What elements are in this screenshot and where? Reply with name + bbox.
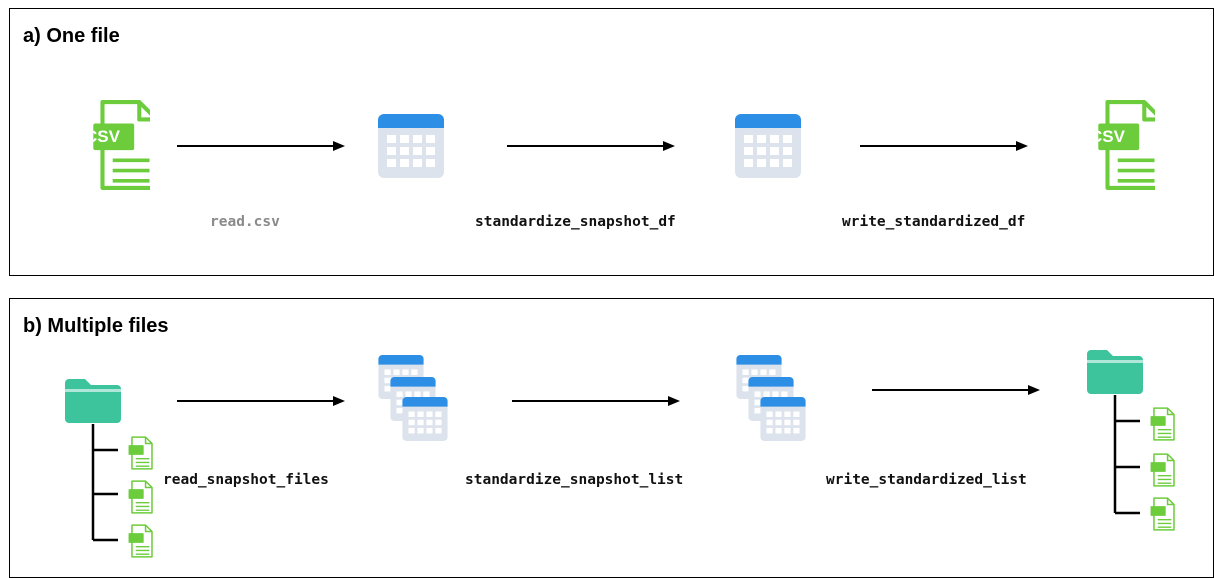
- folder-tree-icon: [1082, 345, 1182, 535]
- csv-file-icon: CSV: [66, 99, 150, 191]
- function-label-standardize-df: standardize_snapshot_df: [475, 214, 676, 230]
- data-frame-stack-icon: [378, 355, 448, 443]
- function-label-write-list: write_standardized_list: [826, 472, 1027, 488]
- arrow-icon: [860, 141, 1028, 151]
- csv-file-icon: CSV: [1071, 99, 1155, 191]
- function-label-standardize-list: standardize_snapshot_list: [465, 472, 684, 488]
- arrow-icon: [507, 141, 675, 151]
- function-label-read-csv: read.csv: [210, 214, 280, 230]
- panel-title: b) Multiple files: [23, 315, 169, 337]
- csv-file-icon: [129, 437, 152, 557]
- function-label-write-df: write_standardized_df: [842, 214, 1026, 230]
- data-frame-icon: [735, 114, 801, 178]
- data-frame-stack-icon: [736, 355, 806, 443]
- svg-text:CSV: CSV: [1090, 127, 1126, 146]
- arrow-icon: [177, 396, 345, 406]
- svg-text:CSV: CSV: [85, 127, 121, 146]
- arrow-icon: [512, 396, 680, 406]
- panel-title: a) One file: [23, 25, 120, 47]
- folder-tree-icon: [60, 374, 160, 564]
- csv-file-icon: [1151, 408, 1174, 530]
- arrow-icon: [177, 141, 345, 151]
- arrow-icon: [872, 385, 1040, 395]
- panel-one-file: a) One file CSV CSV read.csv standardize…: [9, 8, 1214, 276]
- function-label-read-files: read_snapshot_files: [163, 472, 329, 488]
- panel-multiple-files: b) Multiple files: [9, 298, 1214, 578]
- data-frame-icon: [378, 114, 444, 178]
